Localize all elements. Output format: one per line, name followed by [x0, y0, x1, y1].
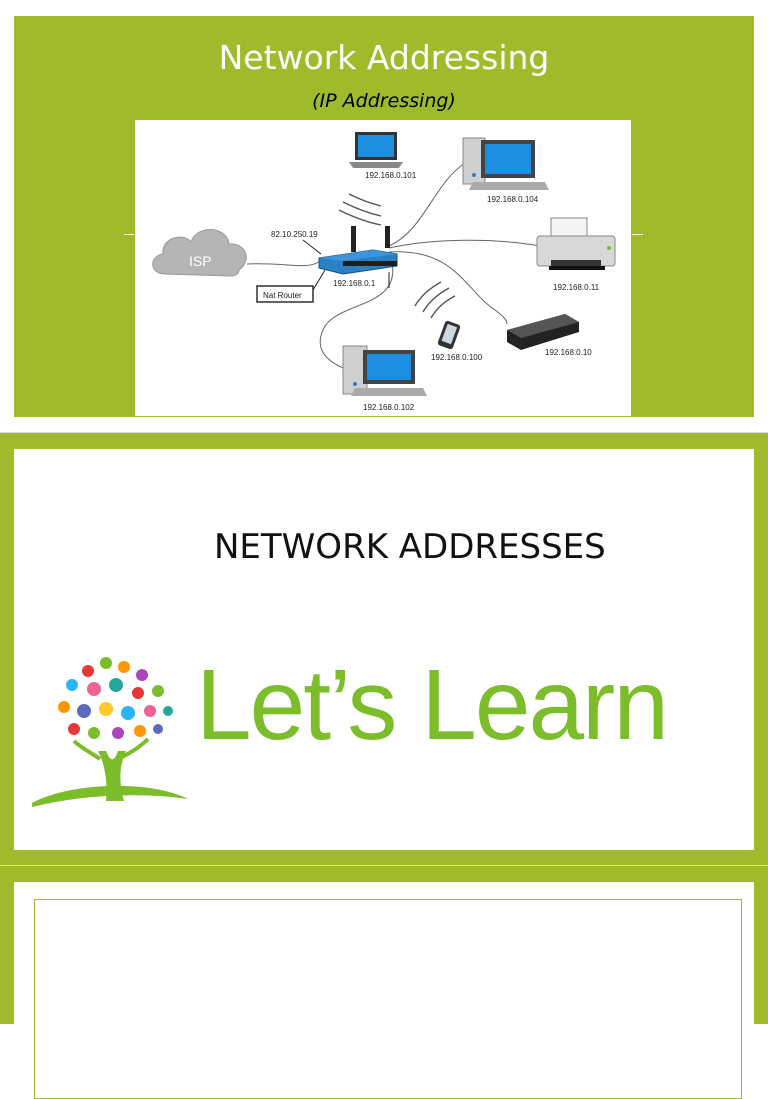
isp-label: ISP [189, 253, 212, 269]
router-icon [318, 226, 398, 275]
content-frame [34, 899, 742, 1099]
slide-subtitle: (IP Addressing) [312, 90, 456, 112]
wifi-waves-laptop [338, 193, 382, 226]
cable-desktop-top [388, 161, 468, 247]
laptop-icon [349, 132, 403, 168]
content-panel [14, 449, 754, 850]
phone-ip: 192.168.0.100 [431, 353, 483, 362]
next-content-panel [14, 882, 754, 1099]
console-ip: 192.168.0.10 [545, 348, 592, 357]
phone-icon [437, 320, 461, 350]
router-wan-ip: 82.10.250.19 [271, 230, 318, 239]
router-lan-ip: 192.168.0.1 [333, 279, 376, 288]
isp-cloud-icon [152, 229, 247, 277]
slide-next [0, 866, 768, 1099]
divider-left [124, 234, 134, 235]
network-diagram: ISP 82.10.250.19 192.168.0.1 Nat Router [135, 120, 631, 416]
arrow-wan [302, 239, 322, 255]
network-diagram-svg: ISP 82.10.250.19 192.168.0.1 Nat Router [152, 132, 616, 412]
desktop-top-icon [462, 137, 549, 190]
desktop-bottom-icon [342, 345, 427, 396]
laptop-ip: 192.168.0.101 [365, 171, 417, 180]
desktop-bottom-ip: 192.168.0.102 [363, 403, 415, 412]
slide-separator [0, 432, 768, 433]
section-heading: NETWORK ADDRESSES [214, 527, 606, 567]
divider-right [632, 234, 643, 235]
printer-icon [536, 217, 616, 270]
printer-ip: 192.168.0.11 [553, 283, 600, 292]
slide-title: Network Addressing [218, 38, 550, 77]
hand-tree-logo-icon [32, 657, 188, 807]
console-icon [507, 314, 579, 350]
arrow-nat [312, 269, 326, 291]
nat-router-tag [256, 285, 314, 303]
nat-router-label: Nat Router [263, 291, 302, 300]
lets-learn-logo-text: Let’s Learn [196, 649, 669, 761]
cable-desktop-bottom [319, 257, 394, 369]
slide-network-addresses: NETWORK ADDRESSES [0, 433, 768, 865]
slide-separator-2 [0, 865, 768, 866]
cable-console [388, 251, 508, 325]
desktop-top-ip: 192.168.0.104 [487, 195, 539, 204]
cable-printer [388, 239, 541, 249]
wifi-waves-phone [414, 281, 456, 319]
cable-isp [246, 261, 320, 267]
slide-network-addressing: Network Addressing (IP Addressing) [0, 0, 768, 432]
